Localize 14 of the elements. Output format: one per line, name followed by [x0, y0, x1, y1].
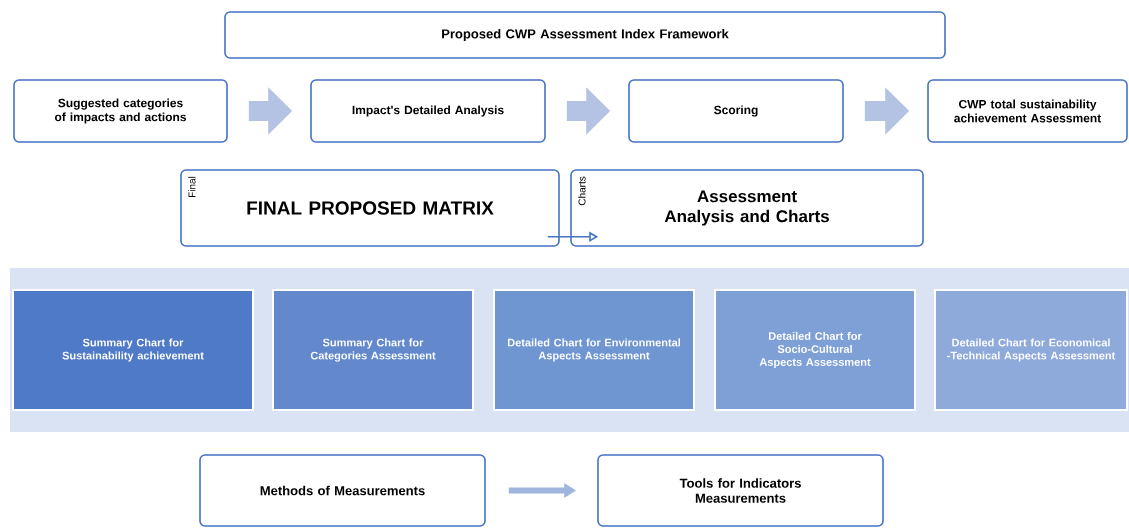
- process-box: Scoring: [628, 79, 844, 143]
- chart-box: Detailed Chart for Socio-Cultural Aspects Assessment: [714, 289, 916, 411]
- process-box: Impact's Detailed Analysis: [310, 79, 546, 143]
- process-box: CWP total sustainability achievement Assessment: [927, 79, 1128, 143]
- chart-box: Summary Chart for Categories Assessment: [272, 289, 474, 411]
- title-box: Proposed CWP Assessment Index Framework: [224, 11, 946, 59]
- process-box: Suggested categories of impacts and actions: [13, 79, 228, 143]
- process-box: Methods of Measurements: [199, 454, 486, 527]
- chart-box: Summary Chart for Sustainability achievement: [12, 289, 254, 411]
- chart-box: Detailed Chart for Economical -Technical Aspects Assessment: [934, 289, 1128, 411]
- chart-box: Detailed Chart for Environmental Aspects Assessment: [493, 289, 695, 411]
- vertical-label: Charts: [578, 176, 586, 206]
- vertical-label: Final: [188, 176, 196, 198]
- process-box: Tools for Indicators Measurements: [597, 454, 884, 527]
